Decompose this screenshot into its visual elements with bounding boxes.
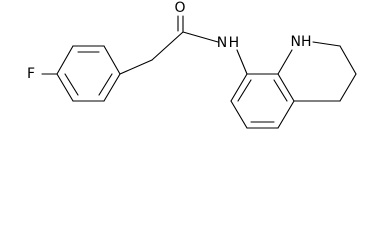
- amide-aryl-bond: [236, 49, 248, 75]
- fluorine-label: F: [27, 66, 35, 82]
- piperidine-ring: [277, 41, 357, 102]
- acetamide-chain: [119, 15, 219, 75]
- ring-nh-label: NH: [291, 34, 312, 50]
- benzo-ring: [230, 73, 295, 129]
- amide-nh-label: N H: [217, 35, 239, 51]
- fluorophenyl-ring: [56, 45, 121, 102]
- structure-diagram: F O N H NH: [27, 0, 357, 129]
- oxygen-label: O: [174, 0, 185, 16]
